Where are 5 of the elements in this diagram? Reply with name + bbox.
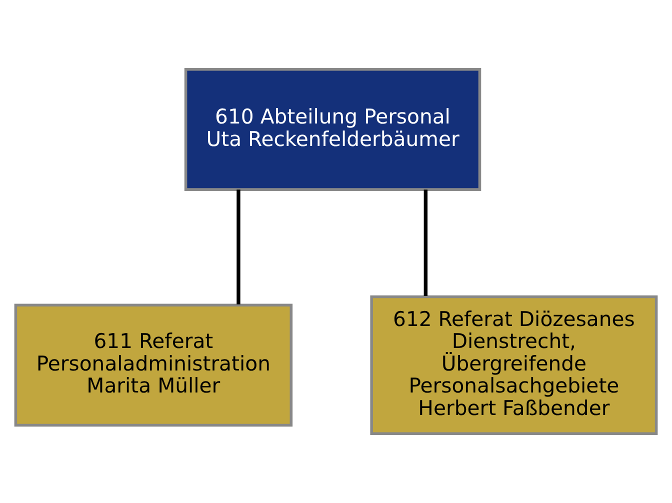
connector — [236, 190, 240, 304]
node-box: 610 Abteilung Personal Uta Reckenfelderbäumer — [184, 68, 482, 191]
node-box: 612 Referat Diözesanes Dienstrecht, Übergreifende Personalsachgebiete Herbert Faßbender — [370, 295, 658, 435]
node-box: 611 Referat Personaladministration Marita Müller — [14, 304, 293, 427]
connector — [424, 190, 428, 296]
